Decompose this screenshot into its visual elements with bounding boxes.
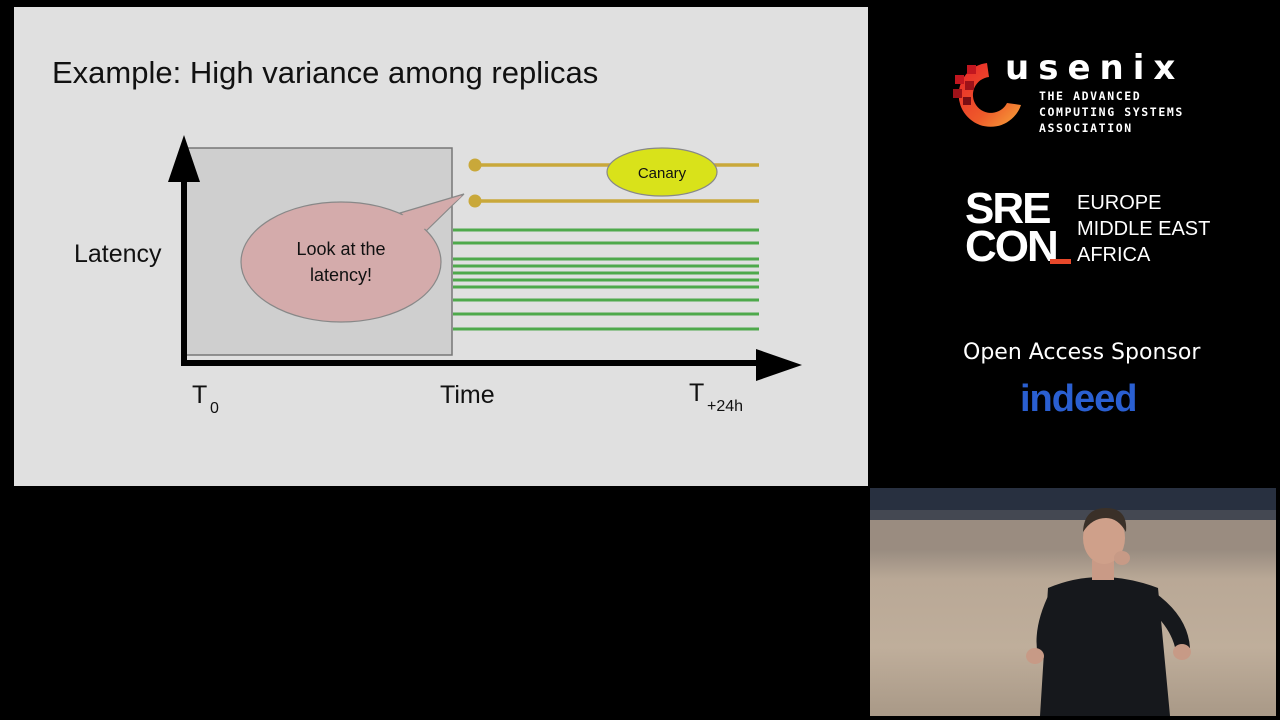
speech-bubble-line-2: latency!	[310, 265, 372, 285]
t24-label: T	[689, 379, 704, 407]
slide-title: Example: High variance among replicas	[52, 55, 599, 90]
canary-dot-2	[468, 194, 482, 208]
y-axis-label: Latency	[74, 240, 162, 268]
usenix-logo-icon	[953, 63, 1021, 127]
srecon-word-line-2: CON	[965, 222, 1059, 271]
canary-label: Canary	[638, 165, 687, 182]
speaker-camera-feed	[870, 488, 1276, 716]
speaker-figure	[870, 488, 1276, 716]
axes	[168, 135, 802, 381]
sponsor-label: Open Access Sponsor	[963, 340, 1201, 365]
replica-lines	[453, 228, 759, 331]
indeed-logo: indeed	[1020, 378, 1137, 420]
t0-subscript: 0	[210, 400, 219, 417]
t24-subscript: +24h	[707, 398, 743, 415]
srecon-underscore	[1050, 259, 1071, 264]
t0-label: T	[192, 381, 207, 409]
latency-diagram: Canary Look at the latency! Latency Time…	[74, 135, 802, 417]
y-axis-arrow	[168, 135, 200, 182]
srecon-regions: EUROPE MIDDLE EAST AFRICA	[1077, 190, 1210, 268]
speech-bubble: Look at the latency!	[240, 193, 465, 323]
x-axis-label: Time	[440, 381, 495, 409]
usenix-tagline: THE ADVANCED COMPUTING SYSTEMS ASSOCIATI…	[1039, 88, 1184, 136]
canary-dot-1	[468, 158, 482, 172]
canary-ellipse	[606, 147, 718, 197]
canary-badge: Canary	[606, 147, 718, 197]
usenix-tagline-line-2: COMPUTING SYSTEMS	[1039, 105, 1184, 119]
srecon-wordmark: SRE CON	[965, 184, 1059, 271]
usenix-tagline-line-1: THE ADVANCED	[1039, 89, 1142, 103]
srecon-region-3: AFRICA	[1077, 244, 1151, 266]
usenix-wordmark: usenix	[1005, 48, 1185, 88]
presentation-slide: Example: High variance among replicas Ca…	[14, 7, 868, 486]
speech-bubble-line-1: Look at the	[296, 239, 385, 259]
srecon-word-line-1: SRE	[965, 184, 1051, 233]
srecon-region-1: EUROPE	[1077, 192, 1162, 214]
usenix-tagline-line-3: ASSOCIATION	[1039, 121, 1133, 135]
speech-bubble-body	[240, 201, 442, 323]
srecon-region-2: MIDDLE EAST	[1077, 218, 1211, 240]
x-axis-arrow	[756, 349, 802, 381]
